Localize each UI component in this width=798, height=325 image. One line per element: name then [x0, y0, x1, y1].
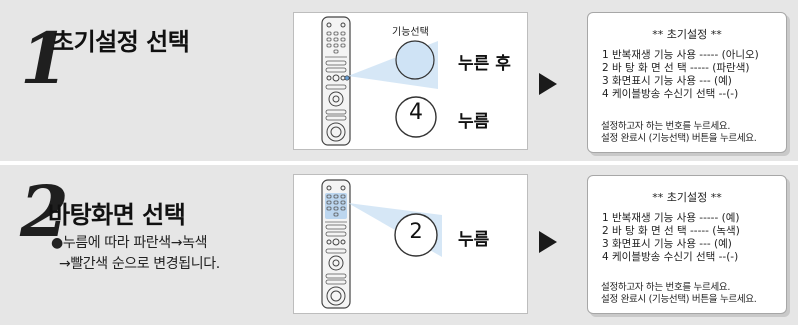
step1-title: 초기설정 선택: [52, 28, 190, 56]
step2-osd-screen: ** 초기설정 ** 1 반복재생 기능 사용 ----- (예) 2 바 탕 …: [587, 175, 787, 314]
osd-footer-line: 설정 완료시 (기능선택) 버튼을 누르세요.: [601, 294, 757, 305]
osd-item: 1 반복재생 기능 사용 ----- (아니오): [602, 49, 759, 61]
osd-item: 1 반복재생 기능 사용 ----- (예): [602, 212, 740, 224]
step1-action1: 누른 후: [458, 54, 511, 74]
play-arrow-icon: [539, 231, 557, 253]
step1-panel: 1 초기설정 선택: [0, 0, 798, 161]
osd-title: ** 초기설정 **: [652, 28, 722, 41]
step2-illustration: 2 누름: [293, 174, 528, 314]
digit-button-icon: [395, 96, 437, 138]
step1-action2: 누름: [458, 112, 490, 132]
osd-item: 3 화면표시 기능 사용 --- (예): [602, 75, 732, 87]
step2-panel: 2 바탕화면 선택 ●누름에 따라 파란색→녹색 →빨간색 순으로 변경됩니다.: [0, 165, 798, 325]
play-arrow-icon: [539, 73, 557, 95]
osd-title: ** 초기설정 **: [652, 191, 722, 204]
osd-item: 2 바 탕 화 면 선 택 ----- (녹색): [602, 225, 740, 237]
osd-footer-line: 설정하고자 하는 번호를 누르세요.: [601, 282, 731, 293]
step1-illustration: 기능선택 누른 후 4 누름: [293, 12, 528, 150]
osd-footer-line: 설정 완료시 (기능선택) 버튼을 누르세요.: [601, 133, 757, 144]
step1-digit: 4: [409, 100, 423, 125]
function-select-label: 기능선택: [392, 27, 429, 38]
step2-note-line2: →빨간색 순으로 변경됩니다.: [59, 256, 220, 272]
osd-footer-line: 설정하고자 하는 번호를 누르세요.: [601, 121, 731, 132]
step2-number: 2: [20, 170, 69, 253]
remote-control-icon: [321, 16, 351, 146]
osd-item: 2 바 탕 화 면 선 택 ----- (파란색): [602, 62, 750, 74]
osd-item: 4 케이블방송 수신기 선택 --(-): [602, 88, 739, 100]
osd-item: 4 케이블방송 수신기 선택 --(-): [602, 251, 739, 263]
remote-control-icon: [321, 179, 351, 309]
step2-digit: 2: [409, 219, 423, 243]
step2-title: 바탕화면 선택: [48, 201, 186, 229]
step1-number: 1: [20, 17, 69, 100]
osd-item: 3 화면표시 기능 사용 --- (예): [602, 238, 732, 250]
digit-button-icon: [394, 213, 438, 257]
step2-action: 누름: [458, 230, 490, 250]
function-select-button-icon: [395, 40, 435, 80]
step1-osd-screen: ** 초기설정 ** 1 반복재생 기능 사용 ----- (아니오) 2 바 …: [587, 12, 787, 153]
step2-note-line1: ●누름에 따라 파란색→녹색: [51, 235, 208, 251]
